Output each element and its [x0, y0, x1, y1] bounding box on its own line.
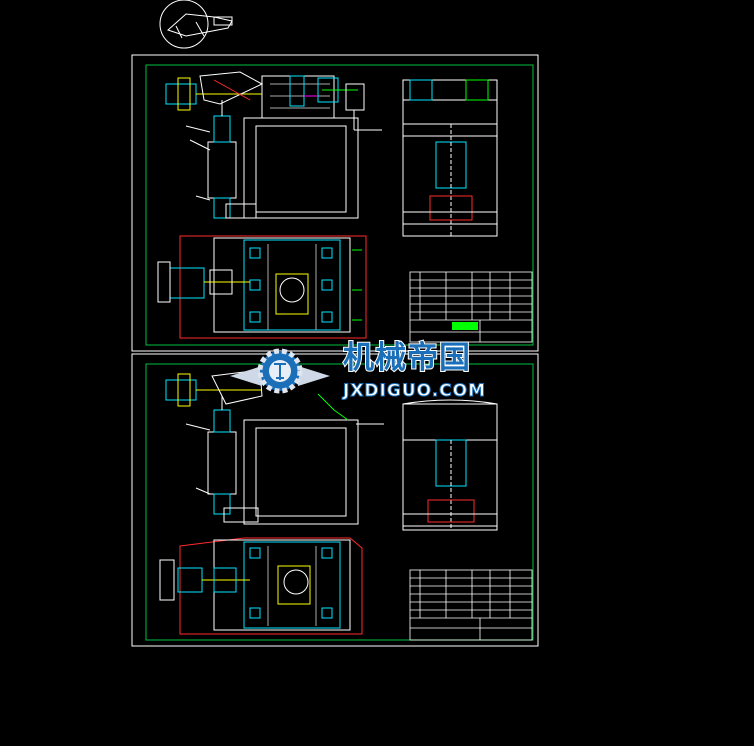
gear-logo-icon — [230, 348, 330, 394]
sheet-1-outer-frame — [131, 54, 539, 352]
sheet-2-outer-frame — [131, 353, 539, 647]
sheet-2-side-view — [402, 399, 498, 531]
sheet-2-top-view — [159, 537, 363, 635]
sheet-1-inner-border — [145, 64, 534, 346]
sheet-1-title-block — [409, 271, 533, 343]
detail-thumbnail — [159, 0, 233, 49]
sheet-1-side-view — [402, 79, 498, 237]
drawing-sheet-2 — [131, 353, 539, 647]
watermark-url-text: JXDIGUO.COM — [342, 381, 487, 401]
sheet-1-front-view — [165, 71, 382, 219]
drawing-sheet-1 — [131, 54, 539, 352]
sheet-1-top-view — [157, 235, 367, 339]
sheet-2-inner-border — [145, 363, 534, 641]
sheet-2-title-block — [409, 569, 533, 641]
sheet-2-front-view — [165, 369, 384, 525]
watermark-chinese-text: 机械帝国 — [342, 340, 471, 376]
